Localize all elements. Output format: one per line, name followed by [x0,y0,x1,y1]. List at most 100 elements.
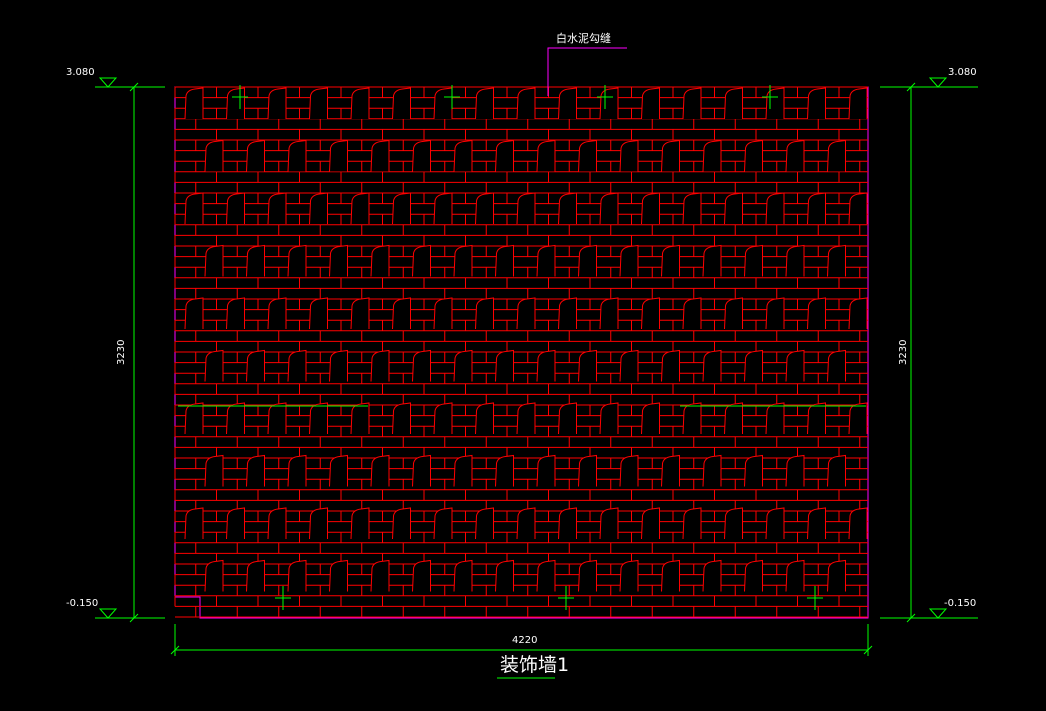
stone-slab [536,349,556,382]
stone-slab [682,402,702,435]
stone-slab [785,349,805,382]
level-triangle-top-right [928,77,948,88]
level-triangle-bottom-left [98,608,118,619]
stone-slab [724,297,743,330]
callout-label: 白水泥勾缝 [556,31,611,45]
stone-slab [204,244,224,277]
height-label-right: 3230 [898,340,909,365]
stone-slab [807,507,826,540]
stone-slab [184,192,204,225]
stone-slab [287,244,307,277]
height-tick-left-bottom [129,613,139,623]
stone-slab [785,139,805,172]
stone-slab [619,139,639,172]
stone-slab [578,454,597,487]
stone-slab [370,139,390,172]
stone-slab [226,87,245,120]
stone-slab [619,349,639,382]
stone-slab [267,507,287,540]
stone-slab [267,402,287,435]
stone-slab [661,139,680,172]
stone-slab [453,244,473,277]
stone-slab [558,507,577,540]
stone-slab [536,559,556,592]
stone-slab [412,349,431,382]
stone-slab [370,454,390,487]
stone-slab [702,454,722,487]
stone-slab [453,559,473,592]
stone-slab [848,507,868,540]
stone-slab [246,139,265,172]
stone-slab [807,297,826,330]
stone-slab [287,559,307,592]
stone-slab [433,507,453,540]
stone-slab [453,349,473,382]
stone-slab [641,507,660,540]
stone-slab [287,349,307,382]
level-label-top-right: 3.080 [948,67,977,78]
stone-slab [599,192,619,225]
stone-slab [309,87,328,120]
stone-slab [433,402,453,435]
stone-slab [516,402,536,435]
stone-slab [246,559,265,592]
stone-slab [724,192,743,225]
stone-slab [267,297,287,330]
stone-slab [682,297,702,330]
stone-slab [370,559,390,592]
height-tick-right-top [906,82,916,92]
stone-slab [453,454,473,487]
stone-slab [287,454,307,487]
stone-slab [785,454,805,487]
stone-slab [807,402,826,435]
stone-slab [184,402,204,435]
stone-slab [848,87,868,120]
stone-slab [702,559,722,592]
stone-slab [392,87,411,120]
stone-slab [495,244,514,277]
stone-slab [267,87,287,120]
stone-slab [827,244,846,277]
stone-slab [641,402,660,435]
stone-slab [226,402,245,435]
stone-slab [516,297,536,330]
stone-slab [350,402,370,435]
stone-slab [350,87,370,120]
stone-slab [226,507,245,540]
stone-slab [309,297,328,330]
stone-slab [392,192,411,225]
level-label-top-left: 3.080 [66,67,95,78]
stone-slab [619,454,639,487]
stone-slab [433,297,453,330]
stone-slab [329,244,348,277]
width-label: 4220 [512,635,537,646]
stone-slab [599,297,619,330]
stone-slab [536,139,556,172]
stone-slab [412,139,431,172]
height-tick-left-top [129,82,139,92]
stone-slab [453,139,473,172]
stone-slab [724,87,743,120]
width-tick-left [170,645,180,655]
stone-slab [495,349,514,382]
stone-slab [724,402,743,435]
drawing-title: 装饰墙1 [500,654,569,676]
stone-slab [578,349,597,382]
stone-slab [682,87,702,120]
stone-slab [765,87,785,120]
stone-slab [309,507,328,540]
stone-slab [702,139,722,172]
stone-slab [744,559,763,592]
stone-slab [744,454,763,487]
stone-slab [558,87,577,120]
stone-slab [619,559,639,592]
stone-slab [558,192,577,225]
stone-slab [848,402,868,435]
stone-slab [370,244,390,277]
callout-leader [547,47,627,96]
stone-slab [412,559,431,592]
stone-slab [516,192,536,225]
stone-slab [287,139,307,172]
stone-slab [785,244,805,277]
stone-slab [495,454,514,487]
